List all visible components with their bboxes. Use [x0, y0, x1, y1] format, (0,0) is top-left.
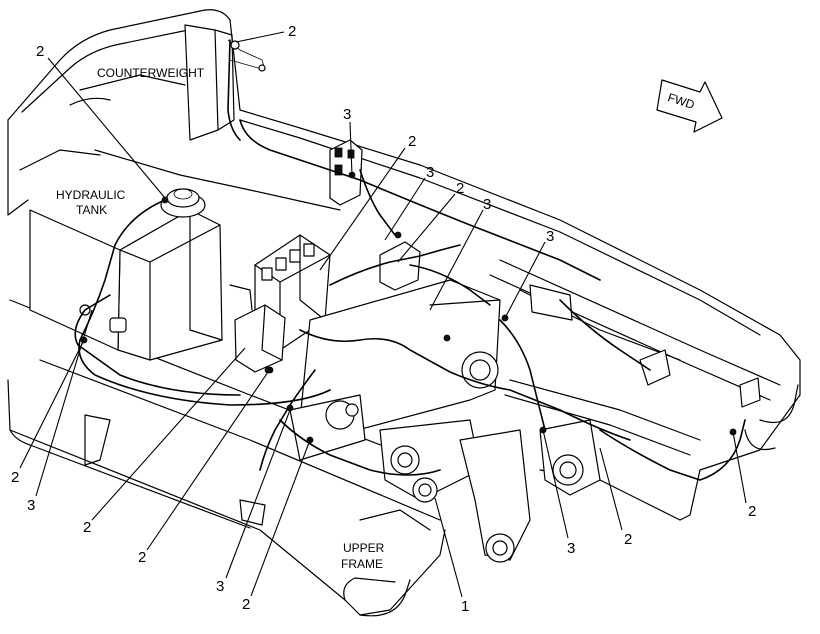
callout-c8: 3: [546, 228, 554, 245]
hydraulic-tank: [29, 188, 223, 361]
upper-frame-label-line2: FRAME: [341, 557, 383, 571]
callout-c2: 2: [36, 43, 44, 60]
hydraulic-tank-label-line2: TANK: [76, 203, 107, 217]
callout-numbers: 2 2 3 2 3 2 3 3 2 3 2 2 3 2 1 3 2 2: [11, 23, 756, 615]
counterweight-label: COUNTERWEIGHT: [97, 66, 205, 80]
forward-arrow: FWD: [656, 79, 723, 133]
upper-frame-label-line1: UPPER: [343, 541, 385, 555]
counterweight-structure: [19, 24, 341, 211]
leader-lines: [19, 31, 747, 598]
callout-c7: 3: [483, 196, 491, 213]
callout-c12: 2: [138, 549, 146, 566]
callout-c1: 2: [288, 23, 296, 40]
hydraulic-tank-label-line1: HYDRAULIC: [56, 188, 126, 202]
frame-rails: [84, 259, 781, 531]
callout-c14: 2: [242, 596, 250, 613]
callout-c11: 2: [83, 519, 91, 536]
callout-c15: 1: [461, 598, 469, 615]
callout-c13: 3: [216, 578, 224, 595]
callout-c3: 3: [343, 106, 351, 123]
callout-c17: 2: [624, 531, 632, 548]
callout-c18: 2: [748, 503, 756, 520]
callout-c5: 3: [426, 164, 434, 181]
callout-c10: 3: [27, 497, 35, 514]
callout-c6: 2: [456, 180, 464, 197]
hydraulic-hoses: [74, 39, 746, 481]
callout-c16: 3: [567, 540, 575, 557]
callout-c9: 2: [11, 469, 19, 486]
callout-c4: 2: [408, 133, 416, 150]
boom-foot-mounts: [289, 279, 601, 563]
